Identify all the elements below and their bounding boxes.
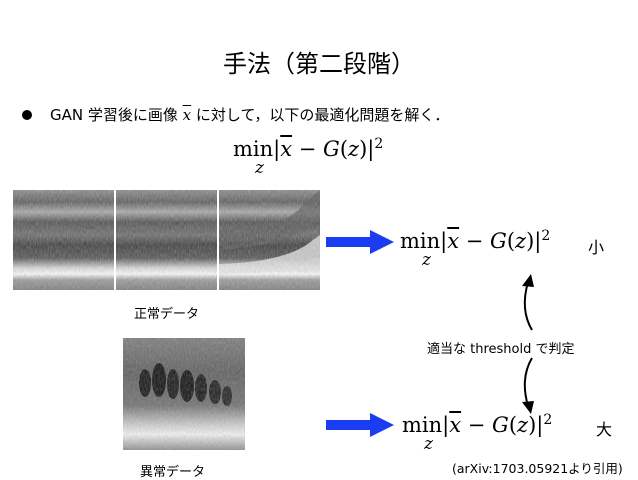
abnormal-formula-xbar: x [449,413,462,437]
citation: (arXiv:1703.05921より引用) [452,461,623,476]
formula-g: G [323,137,340,161]
abnormal-data-image-svg [123,338,245,450]
normal-data-image-strip [13,190,320,290]
normal-formula-xbar: x [447,229,460,253]
bullet-text-after: に対して，以下の最適化問題を解く． [191,106,450,124]
abnormal-formula-square: 2 [543,412,553,428]
normal-result-label: 小 [588,238,605,257]
abnormal-formula-min: min [402,413,443,437]
abnormal-data-image [123,338,245,450]
bullet-xbar: x [182,106,192,124]
abnormal-formula-g: G [492,413,509,437]
threshold-label: 適当な threshold で判定 [427,342,575,357]
normal-arrow-shape [326,230,394,254]
abnormal-data-caption: 異常データ [140,465,206,480]
lower-arrow-icon [522,357,534,414]
abnormal-formula-z: z [517,413,529,437]
normal-data-caption: 正常データ [134,307,200,322]
normal-formula-z: z [515,229,527,253]
abnormal-formula-minus: − [461,413,493,437]
formula-square: 2 [374,136,384,152]
bullet-dot [22,110,32,120]
formula-min: min [233,137,274,161]
slide-title: 手法（第二段階） [223,50,415,78]
formula-minus: − [292,137,324,161]
normal-formula-subscript: z [422,250,431,270]
normal-result-formula: min|x − G(z)|2 z [400,228,551,270]
formula-z: z [348,137,360,161]
bullet-text-before: GAN 学習後に画像 [50,106,183,124]
formula-xbar: x [280,137,293,161]
normal-formula-minus: − [459,229,491,253]
abnormal-formula-subscript: z [424,434,433,454]
abnormal-result-formula: min|x − G(z)|2 z [402,412,553,454]
normal-data-images [13,190,320,290]
normal-formula-g: G [490,229,507,253]
abnormal-arrow-icon [326,413,394,437]
formula-subscript: z [255,158,264,178]
normal-formula-square: 2 [541,228,551,244]
normal-formula-min: min [400,229,441,253]
normal-arrow-icon [326,230,394,254]
abnormal-result-label: 大 [596,420,613,439]
abnormal-arrow-shape [326,413,394,437]
upper-arrow-icon [522,274,534,331]
main-formula: min|x − G(z)|2 z [233,136,384,178]
bullet-text: GAN 学習後に画像 x に対して，以下の最適化問題を解く． [50,104,449,125]
